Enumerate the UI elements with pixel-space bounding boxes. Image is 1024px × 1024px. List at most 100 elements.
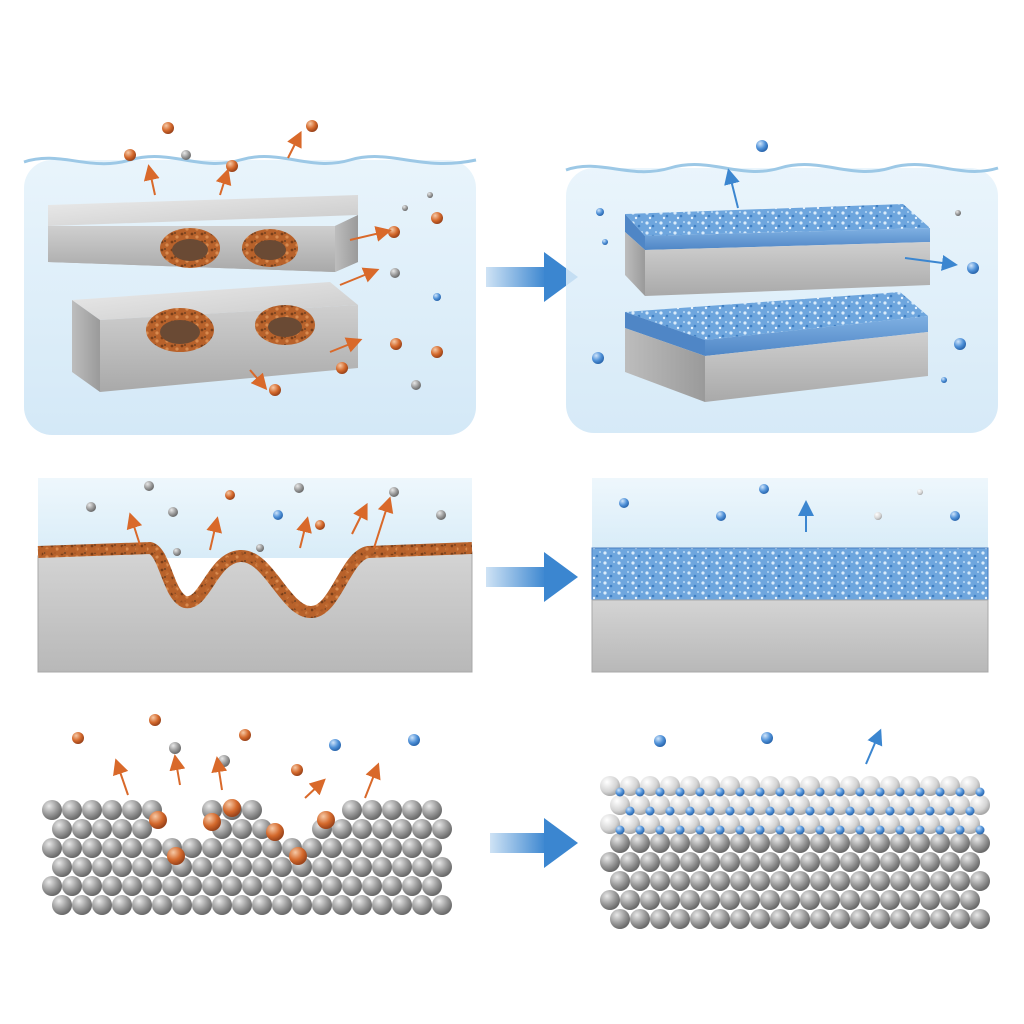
metal-atom — [142, 838, 162, 858]
coating-atom — [960, 814, 980, 834]
metal-atom — [790, 871, 810, 891]
metal-atom — [760, 852, 780, 872]
metal-atom — [870, 871, 890, 891]
coating-atom — [870, 795, 890, 815]
metal-atom — [142, 876, 162, 896]
metal-atom — [950, 909, 970, 929]
metal-atom — [102, 800, 122, 820]
metal-atom — [970, 909, 990, 929]
metal-atom — [132, 819, 152, 839]
metal-atom — [720, 890, 740, 910]
ion-escape-arrows — [143, 130, 392, 391]
metal-atom — [750, 909, 770, 929]
metal-atom — [860, 852, 880, 872]
coating-atom — [600, 814, 620, 834]
coating-atom — [680, 814, 700, 834]
metal-atom — [880, 890, 900, 910]
coating-bond-atom — [665, 806, 675, 816]
metal-atom — [272, 895, 292, 915]
coating-atom — [890, 795, 910, 815]
metal-atom — [352, 895, 372, 915]
metal-atom — [680, 852, 700, 872]
coating-bond-atom — [815, 825, 825, 835]
coating-bond-atom — [955, 825, 965, 835]
metal-atom — [422, 800, 442, 820]
metal-atom — [92, 819, 112, 839]
coating-bond-atom — [875, 787, 885, 797]
metal-atom — [600, 852, 620, 872]
metal-atom — [800, 890, 820, 910]
metal-atom — [162, 876, 182, 896]
coating-atom — [830, 795, 850, 815]
metal-atom — [730, 909, 750, 929]
coating-bond-atom — [845, 806, 855, 816]
metal-atom — [82, 838, 102, 858]
metal-atom — [710, 833, 730, 853]
metal-atom — [92, 857, 112, 877]
coating-bond-atom — [775, 787, 785, 797]
coating-bond-atom — [925, 806, 935, 816]
metal-atom — [700, 890, 720, 910]
metal-atom — [152, 895, 172, 915]
metal-atom — [262, 838, 282, 858]
coating-atom — [810, 795, 830, 815]
metal-atom — [620, 852, 640, 872]
metal-atom — [710, 909, 730, 929]
metal-atom — [610, 833, 630, 853]
metal-atom — [920, 890, 940, 910]
metal-atom — [232, 895, 252, 915]
metal-atom — [710, 871, 730, 891]
coating-bond-atom — [905, 806, 915, 816]
coating-atom — [690, 795, 710, 815]
metal-atom — [392, 857, 412, 877]
coating-bond-atom — [885, 806, 895, 816]
coating-atom — [820, 776, 840, 796]
metal-atom — [660, 852, 680, 872]
water-ions — [592, 140, 979, 383]
metal-atom — [182, 838, 202, 858]
metal-atom — [970, 833, 990, 853]
coating-atom — [660, 776, 680, 796]
coating-atom — [780, 776, 800, 796]
metal-atom — [830, 871, 850, 891]
metal-atom — [72, 857, 92, 877]
water-ions — [654, 732, 773, 747]
coating-bond-atom — [795, 787, 805, 797]
coating-atom — [840, 814, 860, 834]
metal-atom — [630, 833, 650, 853]
coating-bond-atom — [635, 787, 645, 797]
coating-bond-atom — [795, 825, 805, 835]
coating-bond-atom — [755, 787, 765, 797]
metal-atom — [670, 833, 690, 853]
coating-atom — [820, 814, 840, 834]
metal-atom — [640, 852, 660, 872]
metal-atom — [282, 876, 302, 896]
coating-bond-atom — [735, 825, 745, 835]
top-coated-plate — [625, 204, 930, 296]
panel-section-protected — [591, 478, 989, 673]
metal-atom — [62, 800, 82, 820]
metal-atom — [412, 819, 432, 839]
coating-atom — [640, 814, 660, 834]
metal-atom — [950, 871, 970, 891]
coating-atom — [630, 795, 650, 815]
metal-atom — [242, 876, 262, 896]
metal-atom — [422, 876, 442, 896]
metal-atom — [202, 876, 222, 896]
metal-atom-lattice — [42, 800, 452, 915]
coating-bond-atom — [625, 806, 635, 816]
coated-atom-lattice — [600, 776, 990, 929]
coating-bond-atom — [755, 825, 765, 835]
panel-section-corroded — [37, 478, 473, 673]
metal-atom — [192, 857, 212, 877]
metal-atom — [382, 800, 402, 820]
metal-atom — [860, 890, 880, 910]
coating-bond-atom — [715, 825, 725, 835]
metal-atom — [52, 895, 72, 915]
panel-macro-protected — [565, 140, 999, 433]
metal-atom — [242, 800, 262, 820]
metal-atom — [810, 909, 830, 929]
metal-atom — [112, 895, 132, 915]
water-layer — [592, 478, 988, 550]
